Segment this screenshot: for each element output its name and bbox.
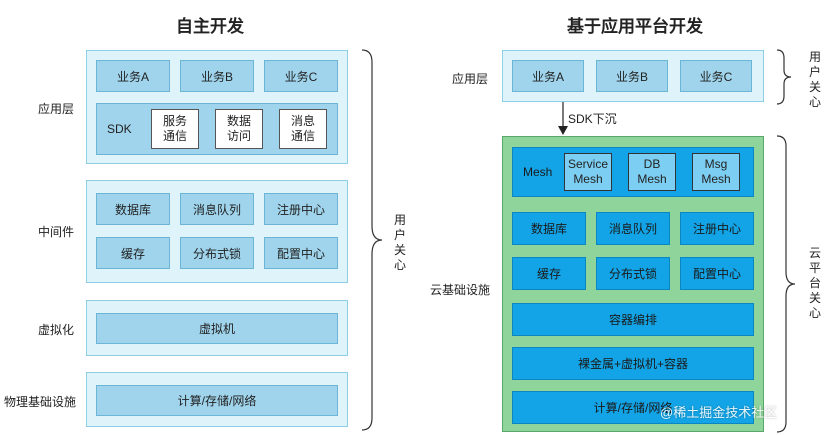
right-label-app: 应用层: [452, 72, 489, 86]
left-app-box-c: 业务C: [264, 60, 338, 92]
right-cloud-brace: [776, 135, 796, 433]
right-config: 配置中心: [680, 257, 754, 290]
right-cache: 缓存: [512, 257, 586, 290]
right-app-box-c: 业务C: [680, 60, 752, 92]
left-mw-cache: 缓存: [96, 237, 170, 269]
left-app-box-a: 业务A: [96, 60, 170, 92]
left-label-infra: 物理基础设施: [4, 395, 77, 409]
left-label-app: 应用层: [38, 102, 75, 116]
right-lock: 分布式锁: [596, 257, 670, 290]
left-sdk-item-data: 数据 访问: [215, 109, 263, 149]
right-baremetal: 裸金属+虚拟机+容器: [512, 347, 754, 380]
left-title: 自主开发: [176, 17, 244, 36]
watermark: @稀土掘金技术社区: [660, 405, 778, 420]
left-app-box-b: 业务B: [180, 60, 254, 92]
sdk-sink-arrow: [558, 102, 568, 135]
left-label-virtualization: 虚拟化: [38, 323, 75, 337]
right-db-mesh: DB Mesh: [628, 153, 676, 191]
right-msg-mesh: Msg Mesh: [692, 153, 740, 191]
left-sdk-item-message: 消息 通信: [279, 109, 327, 149]
right-database: 数据库: [512, 212, 586, 245]
right-registry: 注册中心: [680, 212, 754, 245]
right-user-concern-label: 用户关心: [808, 50, 821, 109]
left-mw-queue: 消息队列: [180, 193, 254, 225]
right-service-mesh: Service Mesh: [564, 153, 612, 191]
left-mw-lock: 分布式锁: [180, 237, 254, 269]
left-mw-registry: 注册中心: [264, 193, 338, 225]
left-sdk-item-service: 服务 通信: [151, 109, 199, 149]
right-app-box-a: 业务A: [512, 60, 584, 92]
left-infra-box: 计算/存储/网络: [96, 385, 338, 416]
right-queue: 消息队列: [596, 212, 670, 245]
left-mw-database: 数据库: [96, 193, 170, 225]
right-label-cloud: 云基础设施: [430, 283, 491, 297]
left-mw-config: 配置中心: [264, 237, 338, 269]
right-infra-box: 计算/存储/网络: [512, 391, 754, 424]
left-sdk-label: SDK: [107, 122, 132, 136]
left-label-middleware: 中间件: [38, 225, 75, 239]
sdk-sink-label: SDK下沉: [568, 112, 617, 126]
right-app-box-b: 业务B: [596, 60, 668, 92]
right-container-orchestration: 容器编排: [512, 303, 754, 336]
right-mesh-label: Mesh: [523, 165, 553, 179]
left-vm-box: 虚拟机: [96, 313, 338, 344]
right-app-brace: [776, 49, 792, 105]
left-user-concern-label: 用户关心: [393, 213, 406, 272]
right-cloud-concern-label: 云平台关心: [808, 246, 821, 320]
right-title: 基于应用平台开发: [567, 17, 703, 36]
left-user-brace: [361, 49, 383, 431]
